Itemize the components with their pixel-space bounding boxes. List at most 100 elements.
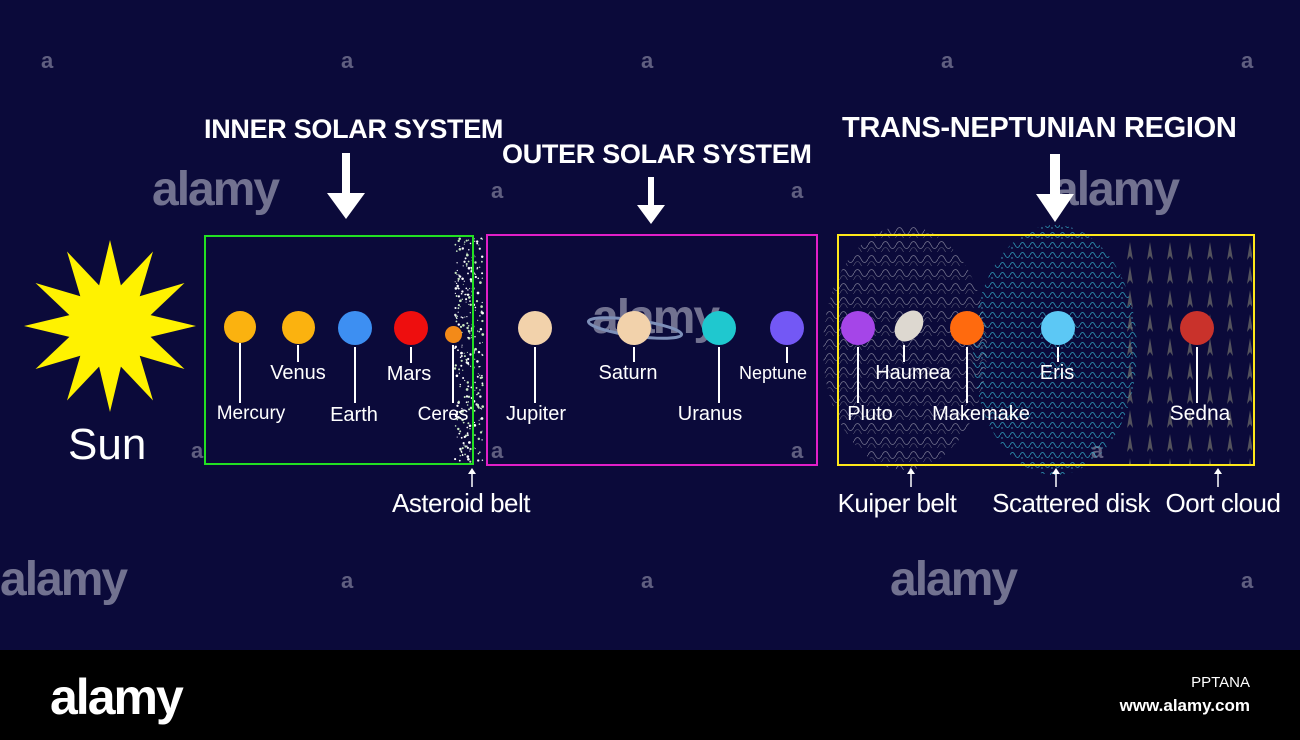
asteroid-particle bbox=[459, 385, 461, 388]
asteroid-particle bbox=[458, 368, 461, 371]
asteroid-particle bbox=[457, 307, 460, 310]
asteroid-particle bbox=[457, 277, 460, 281]
earth-planet bbox=[338, 311, 372, 345]
saturn-planet bbox=[617, 311, 651, 345]
asteroid-particle bbox=[458, 274, 460, 276]
asteroid-particle bbox=[460, 436, 463, 439]
up-arrow-icon bbox=[468, 468, 476, 487]
watermark-letter: a bbox=[41, 48, 54, 73]
asteroid-particle bbox=[479, 374, 481, 376]
down-arrow-icon bbox=[327, 153, 365, 219]
asteroid-particle bbox=[454, 414, 458, 418]
asteroid-particle bbox=[469, 332, 471, 334]
asteroid-particle bbox=[466, 316, 468, 318]
connector-line bbox=[1057, 347, 1059, 362]
asteroid-particle bbox=[477, 392, 480, 395]
mars-planet bbox=[394, 311, 428, 345]
asteroid-particle bbox=[477, 437, 481, 441]
asteroid-particle bbox=[454, 364, 457, 367]
connector-line bbox=[410, 347, 412, 363]
asteroid-particle bbox=[462, 369, 464, 371]
asteroid-particle bbox=[481, 459, 484, 462]
asteroid-particle bbox=[473, 421, 476, 424]
asteroid-particle bbox=[474, 335, 476, 338]
up-arrow-icon bbox=[1214, 468, 1222, 487]
asteroid-particle bbox=[463, 280, 465, 282]
asteroid-particle bbox=[481, 376, 484, 379]
asteroid-particle bbox=[481, 311, 484, 315]
connector-line bbox=[239, 343, 241, 403]
connector-line bbox=[786, 347, 788, 363]
asteroid-particle bbox=[458, 275, 462, 278]
asteroid-particle bbox=[480, 255, 484, 258]
asteroid-particle bbox=[467, 289, 469, 291]
watermark-letter: a bbox=[791, 178, 804, 203]
asteroid-particle bbox=[466, 361, 468, 363]
asteroid-particle bbox=[462, 442, 465, 445]
asteroid-particle bbox=[470, 330, 473, 332]
asteroid-particle bbox=[481, 333, 485, 336]
asteroid-particle bbox=[454, 271, 457, 275]
asteroid-particle bbox=[454, 287, 458, 290]
asteroid-particle bbox=[468, 408, 471, 411]
asteroid-particle bbox=[481, 405, 485, 408]
asteroid-particle bbox=[467, 385, 470, 388]
asteroid-particle bbox=[470, 266, 473, 269]
watermark-letter: a bbox=[1241, 48, 1254, 73]
asteroid-particle bbox=[460, 359, 463, 362]
watermark-letter: a bbox=[491, 178, 504, 203]
asteroid-particle bbox=[468, 303, 470, 305]
asteroid-particle bbox=[481, 319, 484, 323]
asteroid-particle bbox=[479, 418, 481, 420]
asteroid-particle bbox=[469, 450, 471, 452]
asteroid-particle bbox=[462, 265, 464, 267]
asteroid-particle bbox=[476, 360, 479, 363]
watermark-letter: a bbox=[341, 48, 354, 73]
asteroid-particle bbox=[473, 409, 476, 412]
footer-url[interactable]: www.alamy.com bbox=[1119, 696, 1250, 715]
asteroid-particle bbox=[479, 327, 483, 331]
asteroid-particle bbox=[476, 242, 479, 245]
asteroid-particle bbox=[464, 316, 466, 318]
asteroid-particle bbox=[469, 278, 473, 281]
watermark-logo: alamy bbox=[0, 553, 128, 606]
watermark-letter: a bbox=[941, 48, 954, 73]
asteroid-particle bbox=[479, 407, 482, 409]
connector-line bbox=[633, 347, 635, 362]
watermark-letter: a bbox=[641, 568, 654, 593]
asteroid-particle bbox=[460, 316, 462, 318]
asteroid-particle bbox=[477, 277, 480, 280]
asteroid-particle bbox=[474, 306, 477, 309]
asteroid-particle bbox=[465, 265, 468, 267]
asteroid-particle bbox=[466, 434, 469, 437]
asteroid-particle bbox=[468, 296, 471, 299]
asteroid-particle bbox=[481, 354, 484, 356]
asteroid-particle bbox=[481, 382, 484, 385]
neptune-label: Neptune bbox=[738, 363, 808, 383]
asteroid-particle bbox=[475, 386, 478, 389]
asteroid-particle bbox=[466, 326, 469, 330]
venus-planet bbox=[282, 311, 315, 344]
asteroid-particle bbox=[465, 287, 468, 290]
asteroid-particle bbox=[476, 266, 479, 269]
asteroid-particle bbox=[463, 352, 465, 354]
outer-system-heading: OUTER SOLAR SYSTEM bbox=[502, 139, 812, 169]
asteroid-particle bbox=[457, 304, 460, 307]
asteroid-particle bbox=[465, 401, 468, 404]
asteroid-particle bbox=[454, 425, 457, 427]
asteroid-particle bbox=[463, 444, 465, 446]
asteroid-particle bbox=[469, 460, 472, 463]
asteroid-particle bbox=[464, 453, 466, 456]
sun-star-icon bbox=[24, 240, 196, 412]
asteroid-particle bbox=[466, 446, 469, 449]
asteroid-particle bbox=[479, 342, 481, 344]
scattered-disk-label: Scattered disk bbox=[992, 488, 1150, 518]
asteroid-particle bbox=[480, 260, 483, 263]
asteroid-particle bbox=[461, 290, 464, 293]
asteroid-particle bbox=[467, 324, 470, 327]
down-arrow-icon bbox=[637, 177, 665, 224]
ceres-label: Ceres bbox=[417, 404, 469, 425]
asteroid-particle bbox=[464, 293, 466, 296]
asteroid-particle bbox=[459, 356, 462, 359]
asteroid-particle bbox=[459, 383, 462, 386]
